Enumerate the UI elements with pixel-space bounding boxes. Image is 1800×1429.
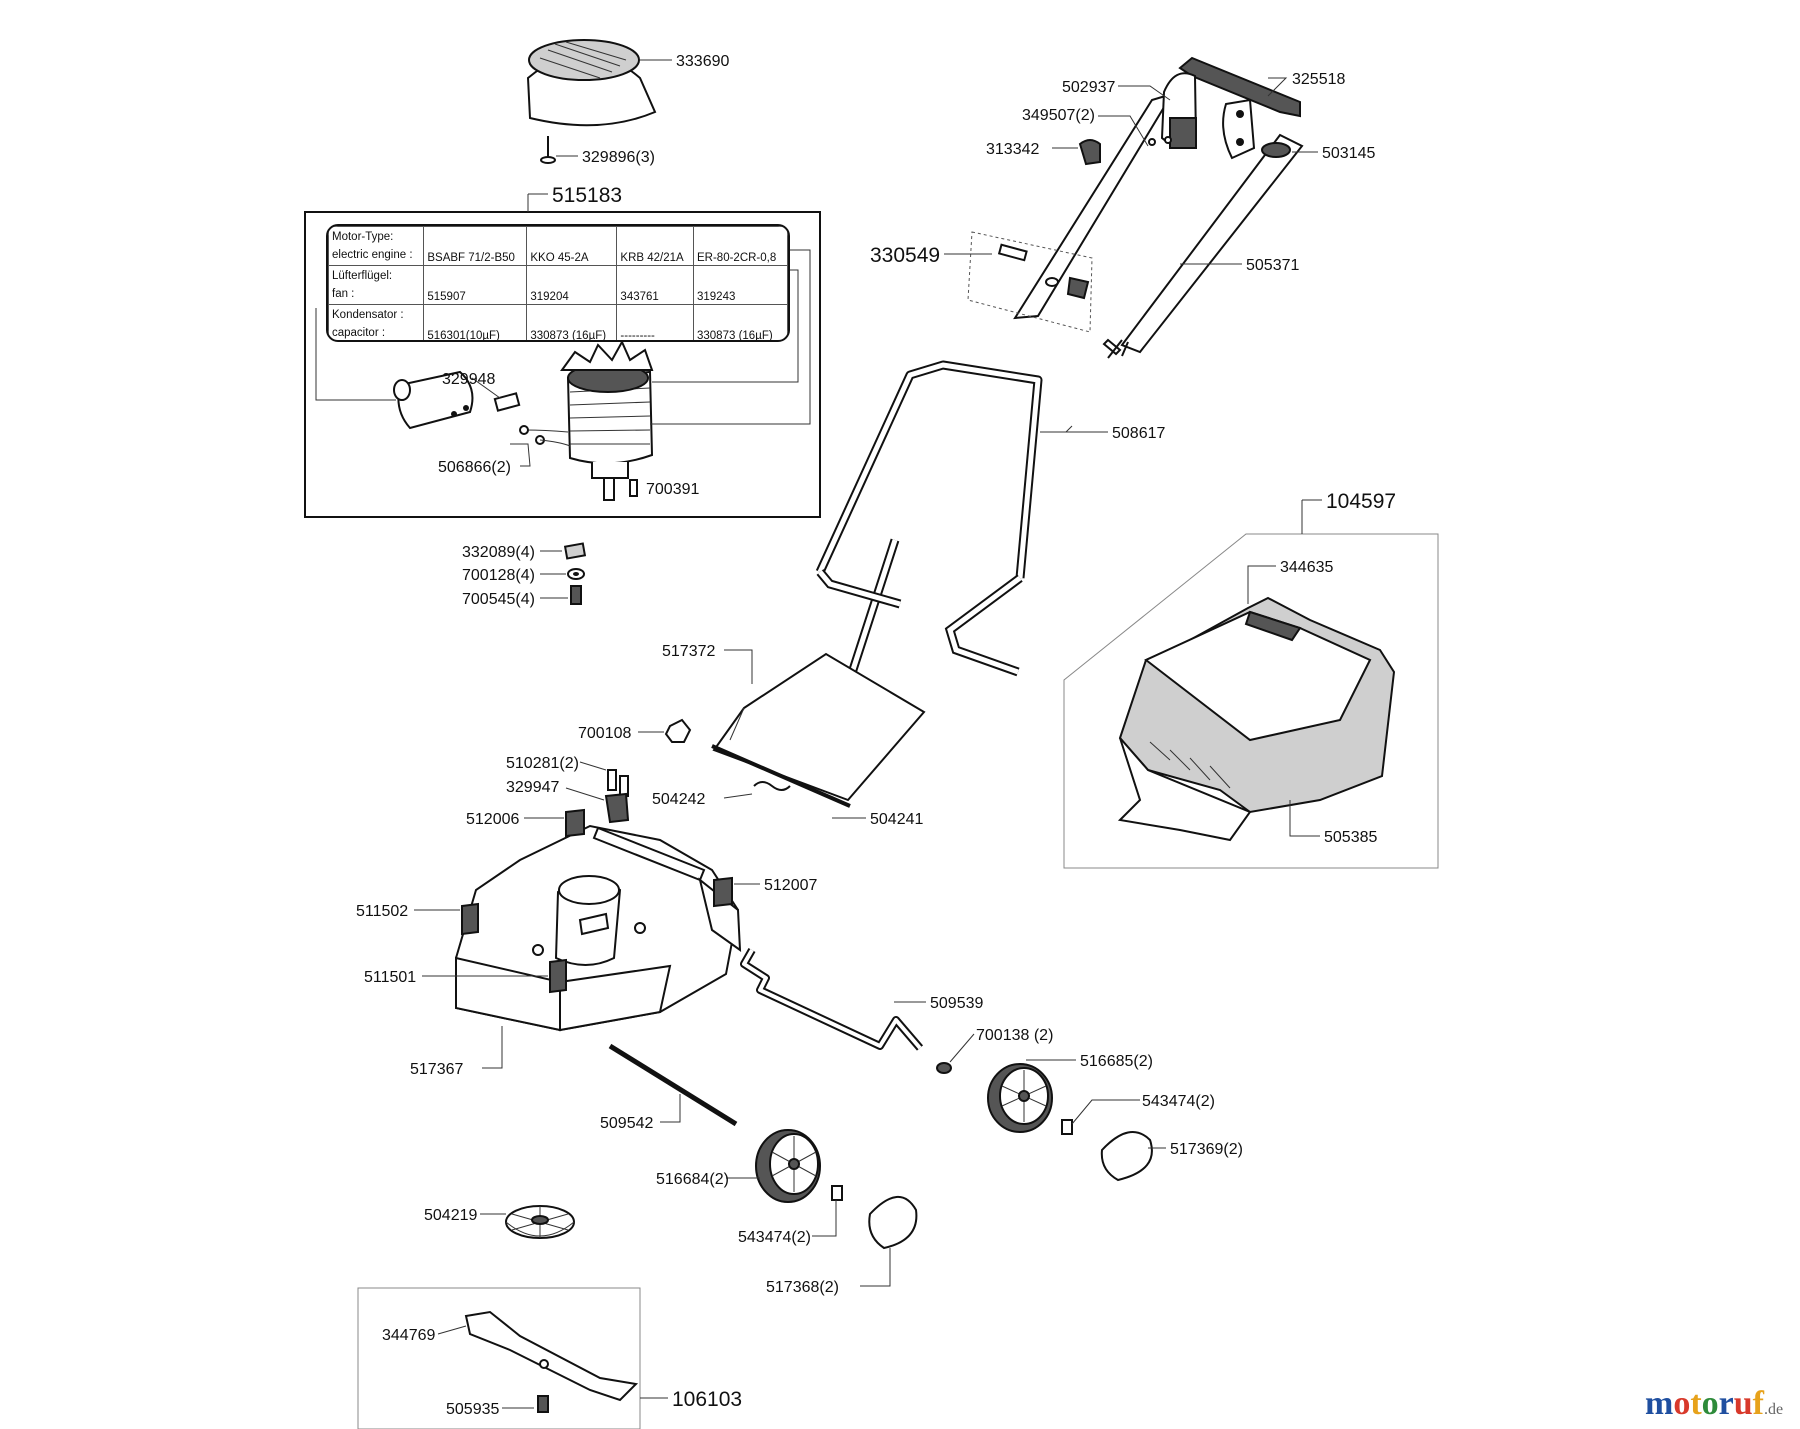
label-504219: 504219 [424,1207,477,1224]
label-502937: 502937 [1062,79,1115,96]
table-cell: 330873 (16µF) [693,304,788,340]
label-543474b: 543474(2) [738,1229,811,1246]
table-cell: KKO 45-2A [526,226,618,266]
deck-part [455,824,742,1032]
label-504241: 504241 [870,811,923,828]
label-344635: 344635 [1280,559,1333,576]
motor-box [304,211,821,518]
row-label: Motor-Type:electric engine : [328,226,425,266]
front-axle-part [608,1043,738,1127]
motor-part [560,339,654,501]
label-505385: 505385 [1324,829,1377,846]
label-509539: 509539 [930,995,983,1012]
grass-box-frame [1063,533,1439,869]
label-517372: 517372 [662,643,715,660]
row-label: Kondensator :capacitor : [328,304,425,340]
wheel-left-part [755,1129,821,1203]
capacitor-part [393,370,474,430]
table-row: Motor-Type:electric engine : BSABF 71/2-… [328,226,788,266]
label-543474a: 543474(2) [1142,1093,1215,1110]
table-cell: BSABF 71/2-B50 [423,226,528,266]
logo-letter: u [1733,1385,1753,1422]
motoruf-logo: motoruf.de [1645,1385,1783,1423]
flap-part [711,652,926,808]
logo-letter: r [1718,1385,1734,1422]
table-cell: 343761 [616,265,694,305]
label-503145: 503145 [1322,145,1375,162]
table-cell: KRB 42/21A [616,226,694,266]
label-515183: 515183 [552,184,622,207]
table-cell: 515907 [423,265,528,305]
label-700108: 700108 [578,725,631,742]
label-349507: 349507(2) [1022,107,1095,124]
label-516684: 516684(2) [656,1171,729,1188]
label-517369: 517369(2) [1170,1141,1243,1158]
cover-part [526,39,657,164]
logo-domain: .de [1764,1401,1784,1418]
table-cell: 319243 [693,265,788,305]
label-330549: 330549 [870,244,940,267]
label-505935: 505935 [446,1401,499,1418]
label-700391: 700391 [646,481,699,498]
fan-part [505,1205,575,1239]
label-332089: 332089(4) [462,544,535,561]
label-329896: 329896(3) [582,149,655,166]
table-cell: 516301(10µF) [423,304,528,340]
logo-letter: t [1690,1385,1702,1422]
logo-letter: m [1645,1385,1674,1422]
table-row: Lüfterflügel:fan : 515907 319204 343761 … [328,265,788,305]
label-512007: 512007 [764,877,817,894]
motor-spec-table: Motor-Type:electric engine : BSABF 71/2-… [326,224,790,342]
lower-handle-part [815,360,1043,712]
label-511502: 511502 [356,903,408,920]
label-700138: 700138 (2) [976,1027,1053,1044]
label-104597: 104597 [1326,490,1396,513]
row-label: Lüfterflügel:fan : [328,265,425,305]
label-325518: 325518 [1292,71,1345,88]
rear-axle-part [740,948,924,1051]
blade-part [464,1310,639,1402]
label-344769: 344769 [382,1327,435,1344]
label-508617: 508617 [1112,425,1165,442]
label-511501: 511501 [364,969,416,986]
label-329947: 329947 [506,779,559,796]
table-row: Kondensator :capacitor : 516301(10µF) 33… [328,304,788,340]
logo-letter: f [1752,1385,1764,1422]
label-700128: 700128(4) [462,567,535,584]
label-700545: 700545(4) [462,591,535,608]
table-cell: 319204 [526,265,618,305]
label-517368: 517368(2) [766,1279,839,1296]
table-cell: 330873 (16µF) [526,304,618,340]
label-333690: 333690 [676,53,729,70]
label-504242: 504242 [652,791,705,808]
label-313342: 313342 [986,141,1039,158]
grass-box-part [1117,596,1396,842]
label-510281: 510281(2) [506,755,579,772]
table-cell: --------- [616,304,694,340]
upper-handle-part [1013,56,1304,359]
label-106103: 106103 [672,1388,742,1411]
blade-box-frame [357,1287,641,1429]
table-cell: ER-80-2CR-0,8 [693,226,788,266]
logo-letter: o [1673,1385,1691,1422]
logo-letter: o [1701,1385,1719,1422]
label-505371: 505371 [1246,257,1299,274]
label-329948: 329948 [442,371,495,388]
label-517367: 517367 [410,1061,463,1078]
label-506866: 506866(2) [438,459,511,476]
wheel-right-part [987,1063,1053,1133]
label-512006: 512006 [466,811,519,828]
label-516685: 516685(2) [1080,1053,1153,1070]
label-509542: 509542 [600,1115,653,1132]
